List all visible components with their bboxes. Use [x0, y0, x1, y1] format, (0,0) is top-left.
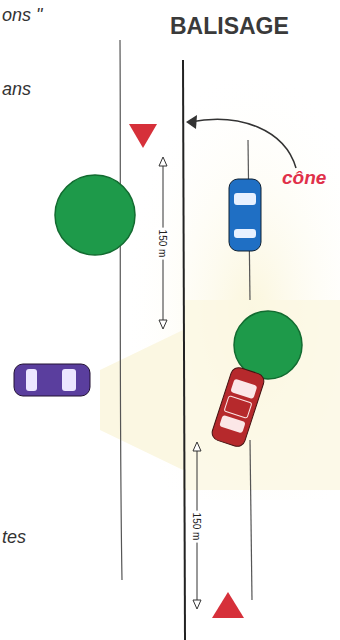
cut-off-text: ons ": [2, 6, 42, 26]
crashed-car: [210, 366, 266, 449]
title: BALISAGE: [170, 14, 289, 39]
warning-triangle: [129, 124, 157, 148]
arrowhead: [186, 115, 197, 129]
dimension-label: 150 m: [156, 227, 169, 259]
warning-triangle: [212, 592, 244, 618]
light-area: [183, 300, 340, 490]
tree: [55, 175, 135, 255]
road-centre-line: [183, 60, 185, 640]
blue-car: [229, 179, 261, 251]
cone-label: cône: [282, 168, 326, 189]
cut-off-text: ans: [2, 80, 31, 100]
leader-arrow: [190, 119, 296, 168]
dimension-label: 150 m: [190, 510, 203, 542]
road-edge: [120, 40, 122, 580]
headlight-beam: [100, 330, 183, 470]
cut-off-text: tes: [2, 528, 26, 548]
purple-car: [14, 364, 90, 396]
road-edge: [250, 440, 252, 600]
